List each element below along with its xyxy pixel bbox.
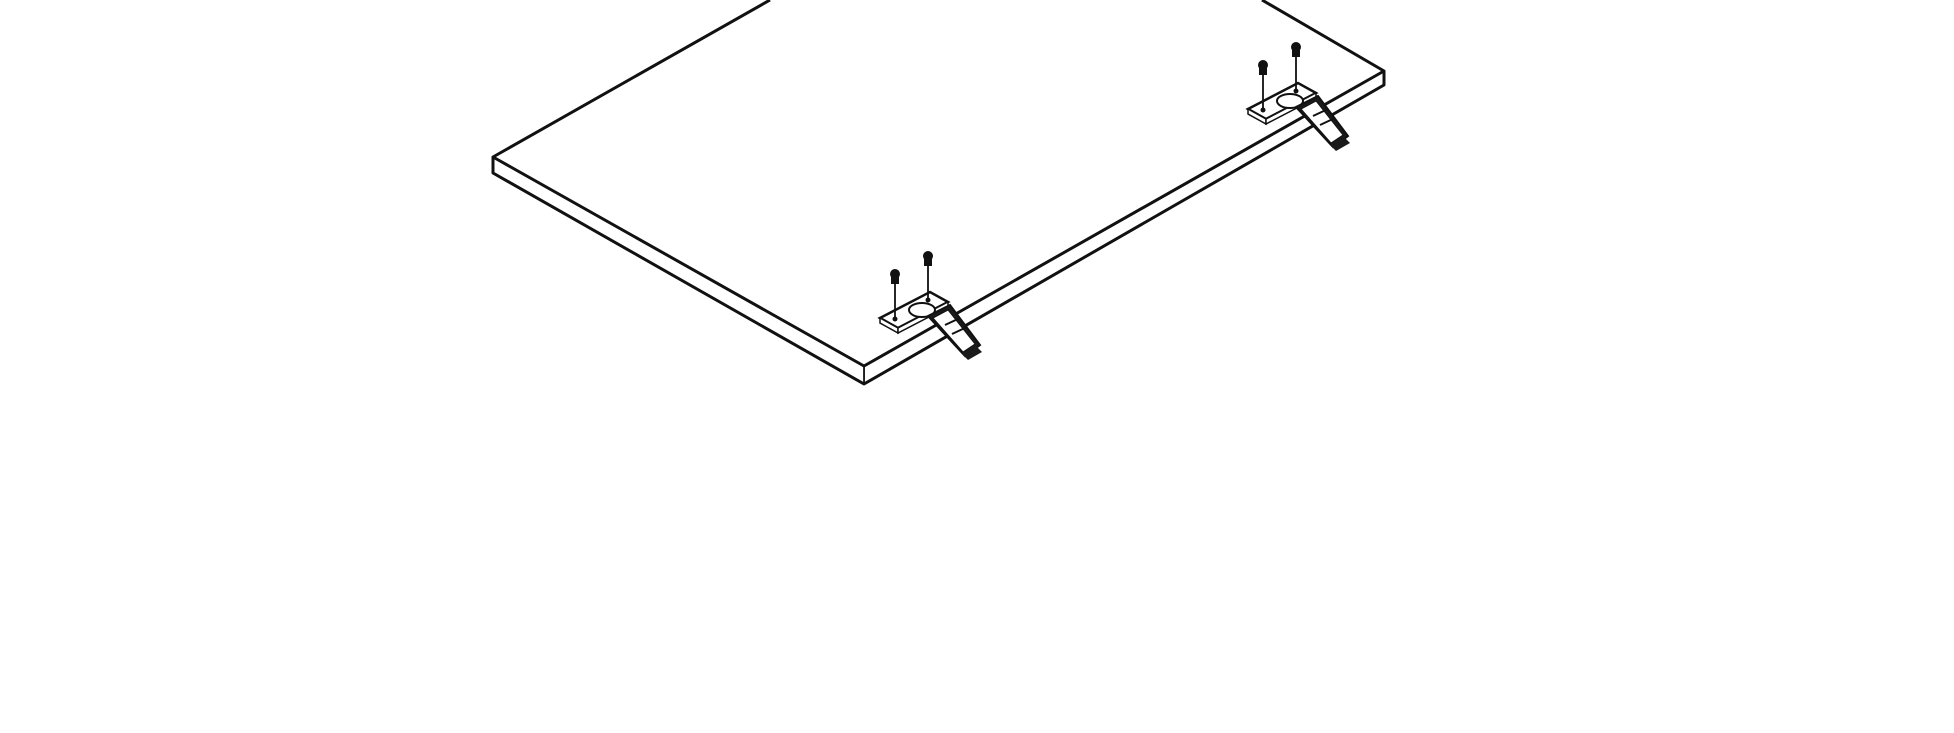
screw-right-a (1258, 60, 1268, 109)
screw-hole (1293, 88, 1299, 94)
hinge-cup (1276, 93, 1304, 109)
screw-left-b (923, 251, 933, 299)
hinge-arm (926, 303, 982, 360)
screw-hole (892, 316, 898, 322)
hinge-right (1245, 42, 1350, 151)
screw-right-b (1291, 42, 1301, 90)
hinge-arm (1294, 94, 1350, 151)
hinge-cup (908, 302, 936, 318)
door-panel-top-face (493, 0, 1384, 366)
screw-left-a (890, 269, 900, 318)
screw-hole (925, 297, 931, 303)
hinge-left (877, 251, 982, 360)
door-panel (491, 0, 1386, 386)
screw-hole (1260, 107, 1266, 113)
